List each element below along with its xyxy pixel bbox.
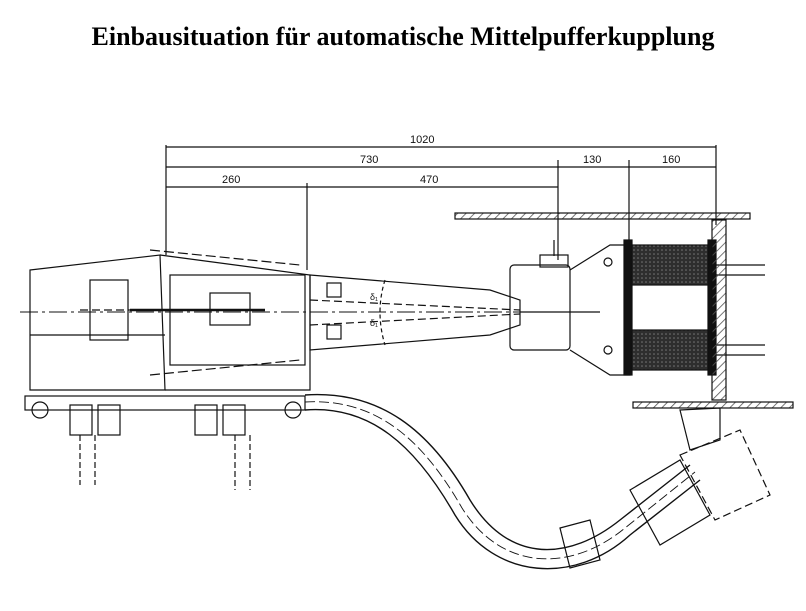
angle-label-lower: δ₁	[370, 318, 378, 328]
brake-pipe	[304, 393, 771, 570]
coupler-head	[509, 240, 631, 376]
dimension-lines	[165, 145, 717, 270]
headstock-plates	[454, 212, 794, 409]
angle-label-upper: δ₁	[370, 292, 378, 302]
mounting-bolts	[24, 395, 306, 490]
draft-gear-housing	[20, 249, 560, 391]
dim-730: 730	[360, 154, 378, 166]
dim-130: 130	[583, 154, 601, 166]
diagram-title: Einbausituation für automatische Mittelp…	[91, 22, 715, 51]
dim-total: 1020	[410, 134, 434, 146]
dim-470: 470	[420, 174, 438, 186]
dim-260: 260	[222, 174, 240, 186]
coupler-shank	[309, 274, 521, 351]
dim-160: 160	[662, 154, 680, 166]
spring-blocks	[623, 239, 765, 376]
